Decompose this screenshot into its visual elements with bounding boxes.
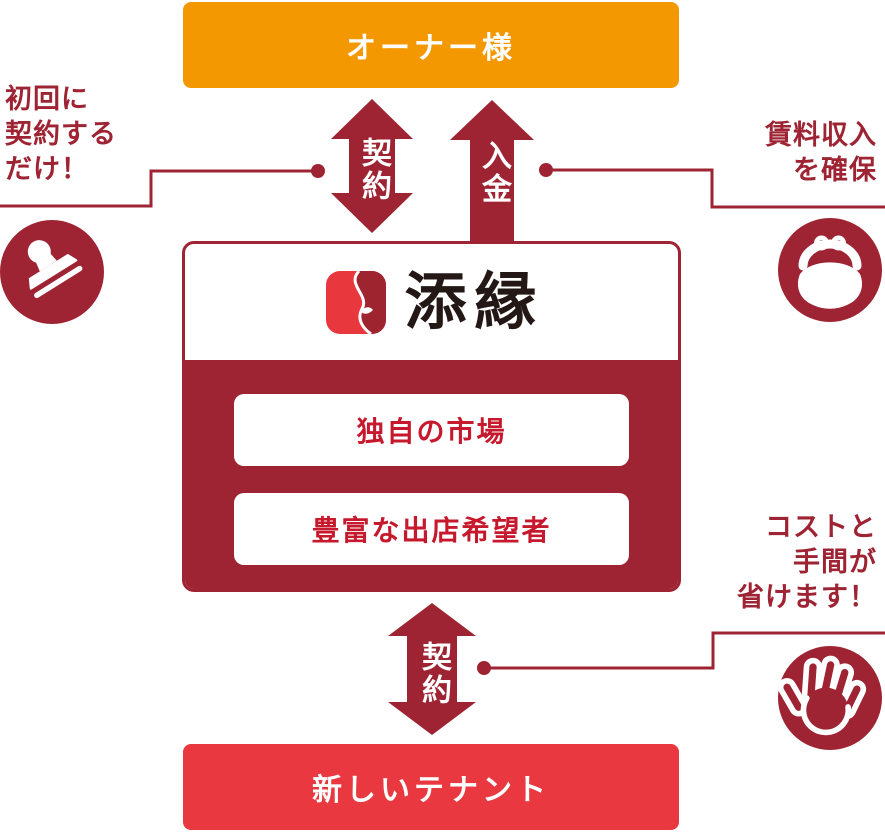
leader-line-right-bottom [485, 631, 885, 670]
market-pill: 独自の市場 [234, 394, 629, 466]
owner-label: オーナー様 [346, 31, 516, 66]
stamp-icon-glyph [27, 240, 83, 299]
tenant-box: 新しいテナント [183, 744, 679, 830]
hand-icon-glyph [778, 655, 867, 736]
annotation-right-bottom: コストと 手間が 省けます！ [737, 512, 877, 613]
brand-row: 添縁 [185, 244, 678, 360]
brand-name: 添縁 [404, 265, 545, 338]
contract-top-arrow [331, 99, 413, 233]
leader-dot-right-top [539, 163, 553, 177]
contract-bottom-label: 契約 [416, 641, 451, 707]
contract-top-label: 契約 [356, 137, 391, 203]
center-red-section: 独自の市場 豊富な出店希望者 [185, 360, 678, 589]
leader-line-left [0, 169, 316, 208]
purse-icon-glyph [797, 235, 863, 309]
hand-icon [778, 646, 882, 750]
center-box: 添縁 独自の市場 豊富な出店希望者 [182, 241, 681, 592]
applicants-pill: 豊富な出店希望者 [234, 493, 629, 565]
stamp-icon [0, 220, 104, 324]
annotation-left: 初回に 契約する だけ！ [5, 84, 117, 185]
purse-icon [778, 218, 882, 322]
annotation-right-top: 賃料収入 を確保 [765, 120, 877, 186]
payment-label: 入金 [476, 140, 511, 206]
tenant-label: 新しいテナント [312, 773, 550, 808]
leader-dot-right-bottom [477, 661, 491, 675]
payment-arrow [450, 100, 534, 243]
contract-bottom-arrow [388, 603, 476, 735]
owner-box: オーナー様 [183, 2, 679, 88]
logo-icon [326, 270, 387, 334]
leader-line-right-top [547, 168, 885, 209]
leader-dot-left [311, 164, 325, 178]
